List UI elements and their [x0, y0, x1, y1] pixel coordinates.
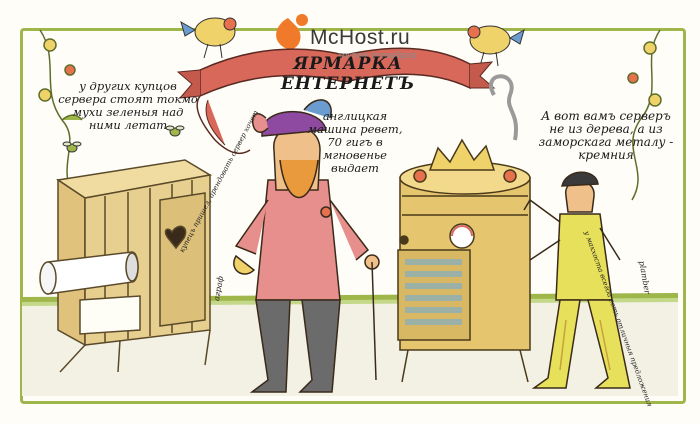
right-bird: [467, 25, 525, 67]
banner-ribbon: [176, 47, 496, 155]
mchost-logo-icon: [276, 14, 308, 50]
hoster-figure: [523, 171, 631, 389]
left-vine: [38, 29, 83, 191]
brand-tagline: хостинг провайдер: [338, 50, 417, 60]
decorative-frame: [20, 28, 686, 404]
brand-block[interactable]: McHost.ru хостинг провайдер: [310, 26, 417, 60]
brand-name[interactable]: McHost.ru: [310, 26, 411, 49]
merchant-figure: [233, 99, 380, 393]
metal-server-machine: [397, 74, 531, 383]
right-vine: [627, 29, 662, 201]
caption-english-machine: англицкая машина ревет, 70 гигъ в мгнове…: [307, 109, 403, 175]
caption-silicon-server: А вот вамъ серверъ не из дерева, а из за…: [538, 109, 674, 162]
fly-icon: [62, 125, 185, 204]
left-bird: [180, 17, 237, 59]
caption-other-merchants: у других купцов сервера стоят токмо мухи…: [58, 79, 198, 132]
banner-title: ЯРМАРКА ЕНТЕРНЕТЪ: [280, 54, 416, 94]
wooden-server-box: [39, 159, 213, 373]
